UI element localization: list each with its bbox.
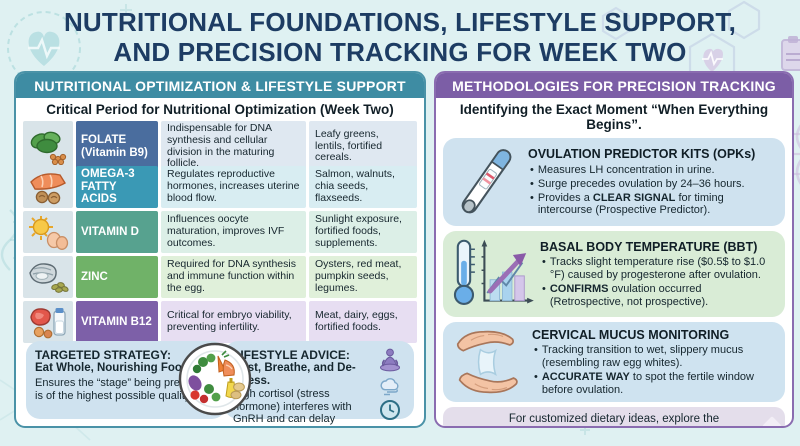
advice-icons (375, 348, 405, 420)
nutrient-label: VITAMIN B12 (76, 301, 158, 343)
method-title: BASAL BODY TEMPERATURE (BBT) (540, 239, 758, 254)
nutrient-sources: Salmon, walnuts, chia seeds, flaxseeds. (309, 166, 417, 208)
method-title: OVULATION PREDICTOR KITS (OPKs) (528, 147, 756, 162)
opk-test-stick-icon (450, 143, 522, 221)
method-bullet: Tracking transition to wet, slippery muc… (532, 344, 778, 369)
nutrition-panel-header: NUTRITIONAL OPTIMIZATION & LIFESTYLE SUP… (16, 73, 424, 98)
salmon-walnuts-icon (23, 166, 73, 208)
advice-body: High cortisol (stress hormone) interfere… (233, 388, 361, 426)
cervical-mucus-hands-icon (450, 327, 526, 397)
tracking-panel-header: METHODOLOGIES FOR PRECISION TRACKING (436, 73, 792, 98)
nutrient-description: Required for DNA synthesis and immune fu… (161, 256, 306, 298)
nutrient-table: FOLATE (Vitamin B9) Indispensable for DN… (16, 119, 424, 343)
table-row-vitamin-d: VITAMIN D Influences oocyte maturation, … (23, 211, 417, 253)
recipes-url: kidypulse.com/us/recipes (523, 427, 663, 428)
meat-dairy-icon (23, 301, 73, 343)
nutrient-label: VITAMIN D (76, 211, 158, 253)
page-title: NUTRITIONAL FOUNDATIONS, LIFESTYLE SUPPO… (0, 7, 800, 67)
nutrient-sources: Leafy greens, lentils, fortified cereals… (309, 121, 417, 173)
nutrition-panel-subtitle: Critical Period for Nutritional Optimiza… (46, 102, 394, 117)
nutrient-sources: Sunlight exposure, fortified foods, supp… (309, 211, 417, 253)
lifestyle-advice-box: LIFESTYLE ADVICE: Rest, Breathe, and De-… (224, 341, 414, 426)
nutrient-description: Indispensable for DNA synthesis and cell… (161, 121, 306, 173)
method-bullet: ACCURATE WAY to spot the fertile window … (532, 371, 778, 396)
tracking-panel-subtitle: Identifying the Exact Moment “When Every… (459, 102, 769, 132)
method-bullet: Measures LH concentration in urine. (528, 164, 778, 177)
method-bullet: Tracks slight temperature rise ($0.5$ to… (540, 256, 778, 281)
method-title: CERVICAL MUCUS MONITORING (532, 327, 730, 342)
table-row-vitamin-b12: VITAMIN B12 Critical for embryo viabilit… (23, 301, 417, 343)
strategy-heading: TARGETED STRATEGY: (35, 348, 171, 362)
nutrition-panel: NUTRITIONAL OPTIMIZATION & LIFESTYLE SUP… (14, 71, 426, 428)
leafy-greens-icon (23, 121, 73, 173)
bbt-thermometer-chart-icon (450, 236, 534, 312)
lifestyle-row: TARGETED STRATEGY: Eat Whole, Nourishing… (26, 341, 414, 426)
strategy-body: Ensures the “stage” being prepared is of… (35, 377, 209, 402)
advice-heading: LIFESTYLE ADVICE: (233, 348, 350, 362)
method-bullet: Surge precedes ovulation by 24–36 hours. (528, 178, 778, 191)
dietary-resources-footer: For customized dietary ideas, explore th… (443, 407, 785, 428)
wind-cloud-icon (377, 376, 403, 400)
page-title-line2: AND PRECISION TRACKING FOR WEEK TWO (113, 37, 687, 67)
bbt-card: BASAL BODY TEMPERATURE (BBT) Tracks slig… (443, 231, 785, 317)
method-bullet: Provides a CLEAR SIGNAL for timing inter… (528, 192, 778, 217)
nutrient-sources: Meat, dairy, eggs, fortified foods. (309, 301, 417, 343)
table-row-omega3: OMEGA-3 FATTY ACIDS Regulates reproducti… (23, 166, 417, 208)
nutrient-sources: Oysters, red meat, pumpkin seeds, legume… (309, 256, 417, 298)
nutrient-description: Critical for embryo viability, preventin… (161, 301, 306, 343)
cervical-mucus-card: CERVICAL MUCUS MONITORING Tracking trans… (443, 322, 785, 402)
nutrient-description: Influences oocyte maturation, improves I… (161, 211, 306, 253)
opk-card: OVULATION PREDICTOR KITS (OPKs) Measures… (443, 138, 785, 226)
nutrient-description: Regulates reproductive hormones, increas… (161, 166, 306, 208)
nutrient-label: FOLATE (Vitamin B9) (76, 121, 158, 173)
nutrient-label: ZINC (76, 256, 158, 298)
sparkle-decoration (762, 416, 782, 426)
meditation-icon (377, 348, 403, 376)
method-cards: OVULATION PREDICTOR KITS (OPKs) Measures… (436, 134, 792, 428)
clock-icon (379, 399, 401, 425)
oyster-seeds-icon (23, 256, 73, 298)
table-row-folate: FOLATE (Vitamin B9) Indispensable for DN… (23, 121, 417, 173)
strategy-subheading: Eat Whole, Nourishing Foods. (35, 362, 199, 374)
nutrient-label: OMEGA-3 FATTY ACIDS (76, 166, 158, 208)
sun-eggs-icon (23, 211, 73, 253)
method-bullet: CONFIRMS ovulation occurred (Retrospecti… (540, 283, 778, 308)
plate-of-food-icon (178, 342, 252, 421)
table-row-zinc: ZINC Required for DNA synthesis and immu… (23, 256, 417, 298)
tracking-panel: METHODOLOGIES FOR PRECISION TRACKING Ide… (434, 71, 794, 428)
advice-subheading: Rest, Breathe, and De-stress. (233, 362, 356, 387)
page-title-line1: NUTRITIONAL FOUNDATIONS, LIFESTYLE SUPPO… (63, 7, 737, 37)
